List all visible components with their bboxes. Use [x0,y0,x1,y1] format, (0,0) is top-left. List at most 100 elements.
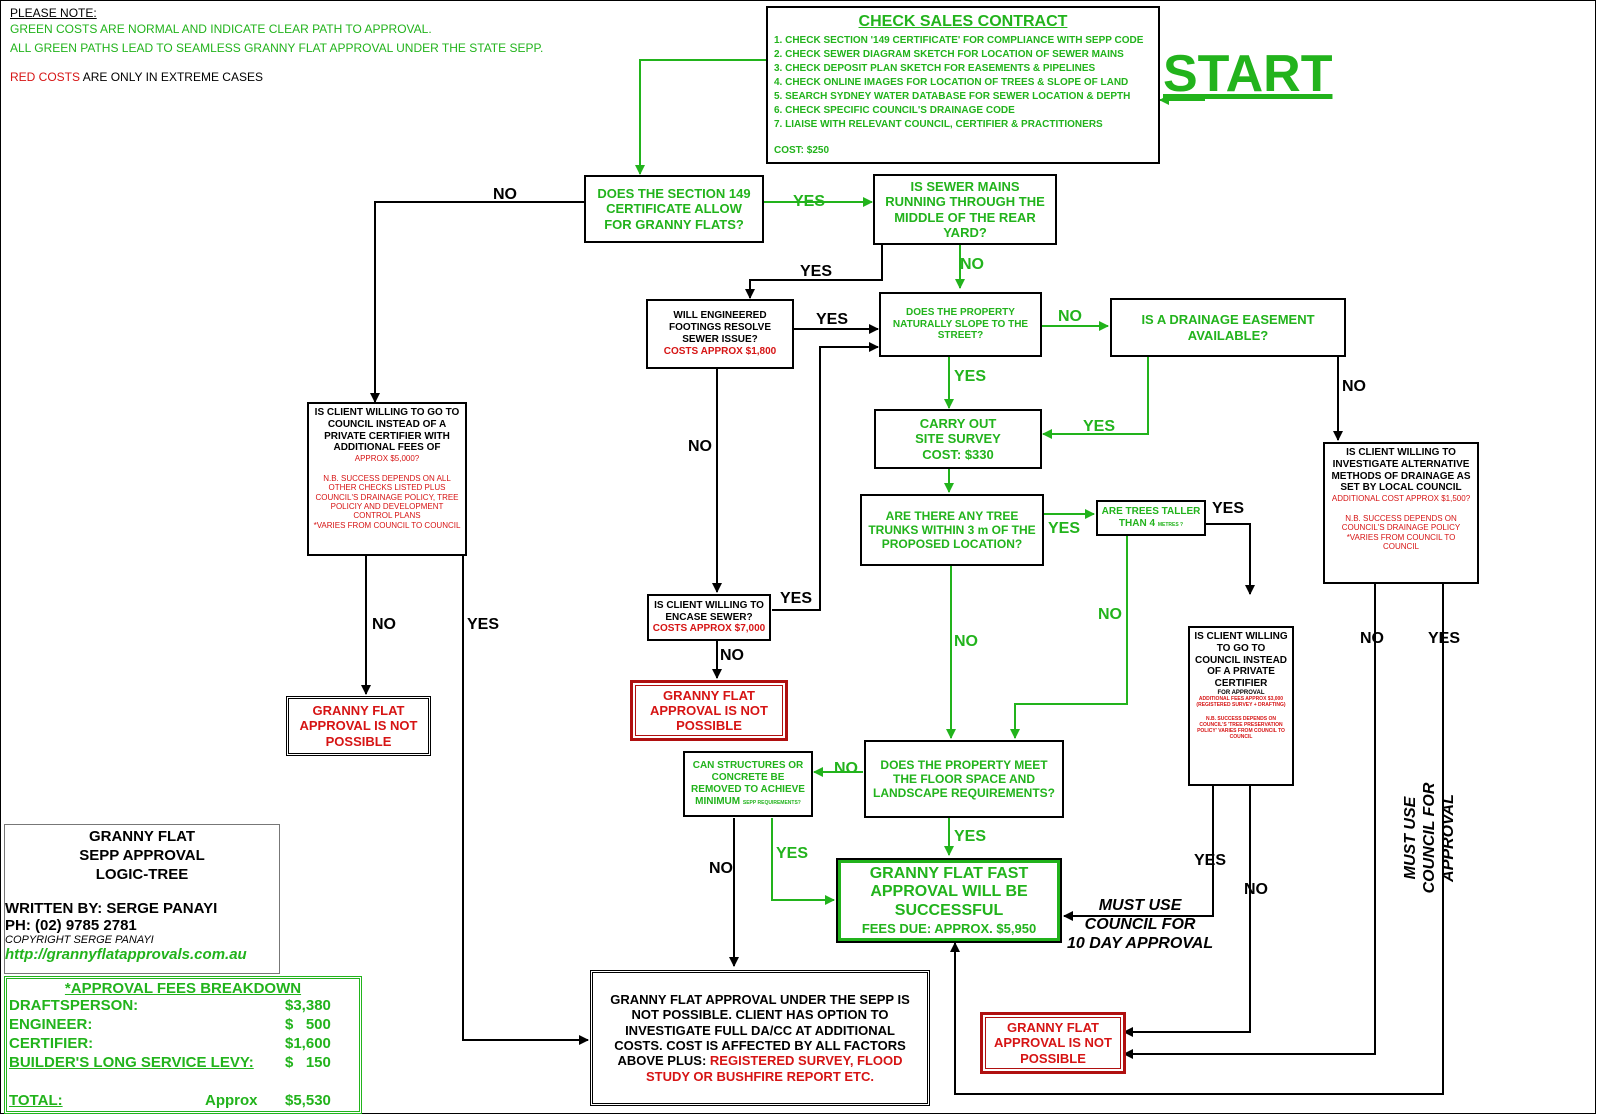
check-contract-list: 1. CHECK SECTION '149 CERTIFICATE' FOR C… [774,34,1143,158]
success-line-1: GRANNY FLAT FAST [869,864,1029,882]
fee-value: $ 150 [285,1054,331,1071]
node-engineered-footings: WILL ENGINEERED FOOTINGS RESOLVE SEWER I… [646,299,794,369]
arrow-easement-yes [1042,357,1149,439]
label-yes: YES [954,368,987,385]
label-yes: YES [1428,630,1461,647]
note-line-2: ALL GREEN PATHS LEAD TO SEAMLESS GRANNY … [10,41,544,55]
label-no: NO [372,616,396,633]
check-item: 6. CHECK SPECIFIC COUNCIL'S DRAINAGE COD… [774,104,1015,116]
council2-note: N.B. SUCCESS DEPENDS ON COUNCIL'S 'TREE … [1197,715,1285,740]
council2-for-approval: FOR APPROVAL [1217,689,1265,696]
taller-question: ARE TREES TALLER THAN 4 METRES ? [1100,506,1202,530]
note-line-1: GREEN COSTS ARE NORMAL AND INDICATE CLEA… [10,22,432,36]
label-no: NO [1058,308,1082,325]
council1-question: IS CLIENT WILLING TO GO TO COUNCIL INSTE… [314,407,460,454]
note-heading: PLEASE NOTE: [10,6,97,20]
check-contract-cost: COST: $250 [774,144,830,156]
info-box: GRANNY FLAT SEPP APPROVAL LOGIC-TREE WRI… [4,824,280,974]
check-item: 1. CHECK SECTION '149 CERTIFICATE' FOR C… [774,34,1144,46]
label-yes: YES [1212,500,1245,517]
node-floor-space: DOES THE PROPERTY MEET THE FLOOR SPACE A… [864,740,1064,818]
encase-question: IS CLIENT WILLING TO ENCASE SEWER? [654,599,764,623]
not-possible-bottom: GRANNY FLAT APPROVAL IS NOT POSSIBLE [980,1012,1126,1074]
note-red-costs: RED COSTS [10,70,81,84]
node-encase-sewer: IS CLIENT WILLING TO ENCASE SEWER? COSTS… [647,594,771,641]
note-green-costs: GREEN COSTS [10,22,98,36]
fee-row: BUILDER'S LONG SERVICE LEVY:$ 150 [9,1054,357,1073]
node-slope: DOES THE PROPERTY NATURALLY SLOPE TO THE… [879,292,1042,357]
check-item: 7. LIAISE WITH RELEVANT COUNCIL, CERTIFI… [774,118,1103,130]
fee-name: ENGINEER: [9,1016,93,1033]
fees-total-row: TOTAL:Approx$5,530 [9,1092,357,1111]
info-title-line-2: SEPP APPROVAL [79,847,205,864]
label-no: NO [720,647,744,664]
check-contract-box: CHECK SALES CONTRACT 1. CHECK SECTION '1… [766,6,1160,164]
must-use-line-1: MUST USE [1098,897,1182,914]
survey-cost: COST: $330 [922,446,994,462]
must-use-line-2: COUNCIL FOR [1084,916,1196,933]
footings-cost: COSTS APPROX $1,800 [663,345,777,357]
structures-main: CAN STRUCTURES OR CONCRETE BE REMOVED TO… [691,760,805,807]
fee-row: ENGINEER: $ 500 [9,1016,357,1035]
arrow-council1-yes [462,556,589,1045]
alt-cost: ADDITIONAL COST APPROX $1,500? [1331,494,1471,504]
label-yes: YES [816,311,849,328]
info-title-line-1: GRANNY FLAT [88,828,196,845]
info-url-link[interactable]: http://grannyflatapprovals.com.au [5,946,247,963]
fee-value: $1,600 [285,1035,331,1052]
node-section-149: DOES THE SECTION 149 CERTIFICATE ALLOW F… [584,175,764,243]
arrow-taller-no [1010,536,1128,739]
label-yes: YES [780,590,813,607]
label-no: NO [954,633,978,650]
must-use-council-vertical: MUST USE COUNCIL FOR APPROVAL [1402,782,1457,894]
final-black-text: GRANNY FLAT APPROVAL UNDER THE SEPP IS N… [610,992,910,1069]
council1-cost: APPROX $5,000? [354,454,420,464]
label-no: NO [688,438,712,455]
start-label: START [1163,45,1333,103]
alt-question: IS CLIENT WILLING TO INVESTIGATE ALTERNA… [1331,447,1471,494]
council1-note: N.B. SUCCESS DEPENDS ON ALL OTHER CHECKS… [315,473,459,521]
fees-total-approx: Approx [205,1092,258,1109]
node-sewer-mains: IS SEWER MAINS RUNNING THROUGH THE MIDDL… [873,174,1057,245]
label-yes: YES [1048,520,1081,537]
fee-value: $3,380 [285,997,331,1014]
survey-line-1: CARRY OUT [919,416,997,431]
label-yes: YES [800,263,833,280]
info-title: GRANNY FLAT SEPP APPROVAL LOGIC-TREE [5,827,279,884]
not-possible-middle: GRANNY FLAT APPROVAL IS NOT POSSIBLE [630,680,788,741]
fees-breakdown-box: *APPROVAL FEES BREAKDOWN DRAFTSPERSON:$3… [4,976,362,1114]
check-item: 2. CHECK SEWER DIAGRAM SKETCH FOR LOCATI… [774,48,1124,60]
info-title-line-3: LOGIC-TREE [95,866,189,883]
node-sepp-not-possible: GRANNY FLAT APPROVAL UNDER THE SEPP IS N… [590,970,930,1106]
fees-total-value: $5,530 [285,1092,331,1109]
arrow-council2-yes [1063,786,1214,921]
arrow-alt-yes [950,584,1444,1095]
note-line-3-rest: ARE ONLY IN EXTREME CASES [80,70,263,84]
encase-cost: COSTS APPROX $7,000 [652,623,766,635]
label-no: NO [1360,630,1384,647]
fee-value: $ 500 [285,1016,331,1033]
success-line-2: APPROVAL WILL BE [870,883,1028,901]
taller-small: METRES ? [1157,522,1184,528]
label-no: NO [1244,881,1268,898]
alt-note: N.B. SUCCESS DEPENDS ON COUNCIL'S DRAINA… [1341,513,1461,533]
label-no: NO [1098,606,1122,623]
info-author: WRITTEN BY: SERGE PANAYI [5,900,218,917]
survey-line-2: SITE SURVEY [915,431,1001,447]
label-no: NO [960,256,984,273]
node-site-survey: CARRY OUT SITE SURVEY COST: $330 [874,409,1042,469]
structures-question: CAN STRUCTURES OR CONCRETE BE REMOVED TO… [687,760,809,807]
label-no: NO [709,860,733,877]
council2-fees: ADDITIONAL FEES APPROX $3,000 (REGISTERE… [1196,696,1286,708]
label-yes: YES [776,845,809,862]
node-remove-structures: CAN STRUCTURES OR CONCRETE BE REMOVED TO… [683,751,813,817]
council2-question: IS CLIENT WILLING TO GO TO COUNCIL INSTE… [1194,631,1288,690]
label-yes: YES [954,828,987,845]
label-no: NO [834,760,858,777]
info-copyright: COPYRIGHT SERGE PANAYI [5,934,154,946]
label-yes: YES [1194,852,1227,869]
success-line-3: SUCCESSFUL [894,902,1004,920]
check-contract-title: CHECK SALES CONTRACT [858,13,1068,30]
fee-name: CERTIFIER: [9,1035,94,1052]
